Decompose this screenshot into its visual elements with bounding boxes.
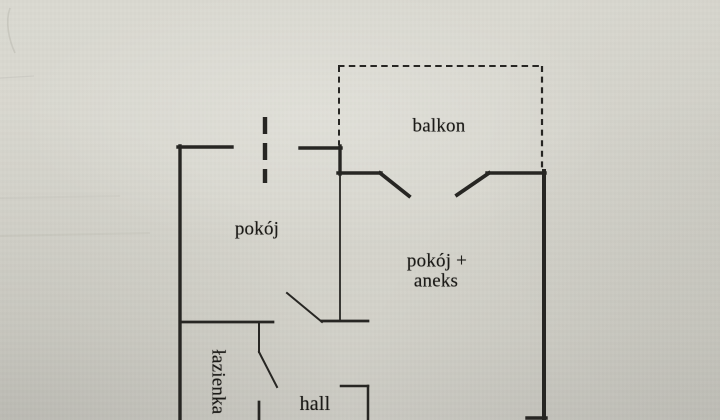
edge-crease-1 <box>0 75 35 79</box>
corner-crease <box>7 7 16 54</box>
balcony-door-diag-left <box>377 170 412 199</box>
room-label-pokoj-aneks-line1: pokój + <box>406 250 468 272</box>
lazienka-door-diag <box>257 350 279 389</box>
room-label-pokoj: pokój <box>234 218 280 240</box>
edge-crease-3 <box>0 196 120 198</box>
hall-door-diag <box>285 291 324 324</box>
room-label-pokoj-aneks-line2: aneks <box>413 270 459 292</box>
balcony-door-diag-right <box>454 170 492 198</box>
room-label-lazienka: łazienka <box>207 349 229 415</box>
edge-crease-2 <box>0 232 151 237</box>
room-label-balkon: balkon <box>412 115 466 137</box>
room-label-hall: hall <box>299 393 331 415</box>
